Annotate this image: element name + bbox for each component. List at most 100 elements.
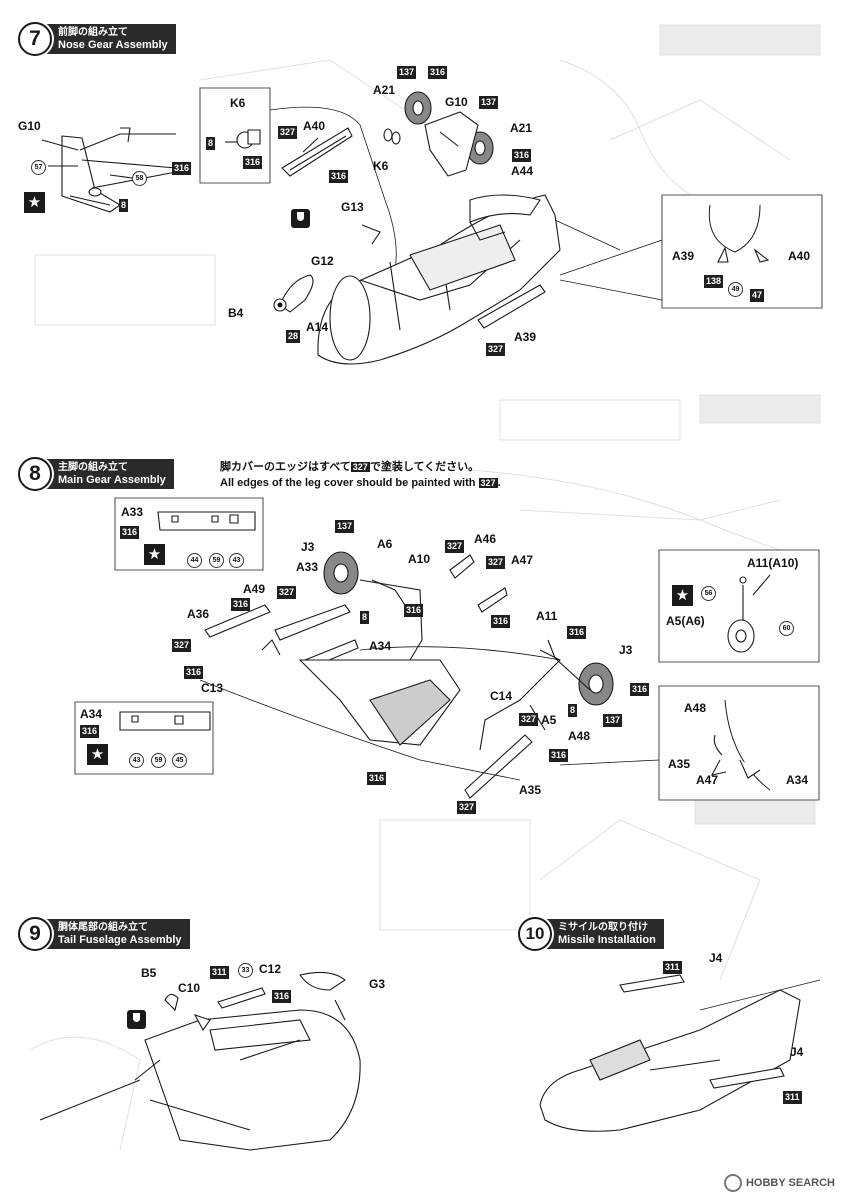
inset-label-a33: A33 [121, 505, 144, 519]
code-57: 57 [31, 160, 46, 175]
paint-code: 316 [630, 683, 650, 696]
step-8-number: 8 [18, 457, 52, 491]
part-label-a48: A48 [568, 729, 591, 743]
step-10-header: 10 ミサイルの取り付け Missile Installation [518, 917, 664, 951]
tail-fuselage-art [40, 972, 360, 1150]
paint-code: 327 [172, 639, 192, 652]
paint-code: 316 [231, 598, 251, 611]
part-label-a35: A35 [519, 783, 542, 797]
paint-code: 316 [567, 626, 587, 639]
part-label-a49: A49 [243, 582, 266, 596]
a48-inset-frame [659, 686, 819, 800]
paint-code: 47 [750, 289, 765, 302]
part-label-a40: A40 [303, 119, 326, 133]
note-en-after: . [497, 477, 501, 489]
paint-code: 327 [486, 556, 506, 569]
k6-part-art [225, 130, 260, 148]
code-43: 43 [229, 553, 244, 568]
part-label-c12: C12 [259, 962, 282, 976]
paint-code: 316 [120, 526, 140, 539]
step-10-titles: ミサイルの取り付け Missile Installation [540, 919, 664, 949]
part-label-a6: A6 [377, 537, 393, 551]
paint-code: 316 [329, 170, 349, 183]
inset-label-a34-right: A34 [786, 773, 809, 787]
watermark: HOBBY SEARCH [723, 1174, 835, 1192]
paint-code: 316 [512, 149, 532, 162]
step-10-title-jp: ミサイルの取り付け [558, 922, 648, 933]
code-60: 60 [779, 621, 794, 636]
part-label-a34: A34 [369, 639, 392, 653]
code-49: 49 [728, 282, 743, 297]
hobby-search-logo-icon [723, 1174, 742, 1192]
paint-code: 316 [491, 615, 511, 628]
star-icon: ★ [24, 192, 45, 213]
paint-code: 137 [479, 96, 499, 109]
part-label-a10: A10 [408, 552, 431, 566]
code-58: 58 [132, 171, 147, 186]
nose-door-art [274, 225, 380, 312]
step-8-title-jp: 主脚の組み立て [58, 462, 128, 473]
part-label-c10: C10 [178, 981, 201, 995]
paint-code: 316 [243, 156, 263, 169]
step-8-header: 8 主脚の組み立て Main Gear Assembly [18, 457, 174, 491]
paint-code: 316 [549, 749, 569, 762]
paint-code: 8 [360, 611, 370, 624]
paint-code: 316 [172, 162, 192, 175]
nose-wheel-art [384, 92, 493, 176]
paint-code: 8 [568, 704, 578, 717]
paint-code: 316 [404, 604, 424, 617]
code-45: 45 [172, 753, 187, 768]
wing-underside-art [200, 647, 560, 780]
inset-label-a34: A34 [80, 707, 103, 721]
note-en-before: All edges of the leg cover should be pai… [220, 477, 476, 489]
inset-label-a35: A35 [668, 757, 691, 771]
paint-code: 311 [783, 1091, 802, 1104]
step-8-title-en: Main Gear Assembly [58, 474, 166, 486]
part-label-c14: C14 [490, 689, 513, 703]
part-label-a44: A44 [511, 164, 534, 178]
part-label-j4-lower: J4 [790, 1045, 804, 1059]
part-label-j3: J3 [301, 540, 315, 554]
step-9-title-jp: 胴体尾部の組み立て [58, 922, 148, 933]
note-jp-before: 脚カバーのエッジはすべて [220, 461, 351, 473]
part-label-g13: G13 [341, 200, 364, 214]
part-label-j3-right: J3 [619, 643, 633, 657]
watermark-text: HOBBY SEARCH [745, 1177, 835, 1189]
paint-code: 8 [206, 137, 216, 150]
part-label-b5: B5 [141, 966, 157, 980]
paint-code: 327 [457, 801, 477, 814]
code-59: 59 [151, 753, 166, 768]
paint-code: 137 [397, 66, 417, 79]
paint-code: 316 [184, 666, 204, 679]
star-icon: ★ [672, 585, 693, 606]
step-9-header: 9 胴体尾部の組み立て Tail Fuselage Assembly [18, 917, 190, 951]
part-label-g12: G12 [311, 254, 334, 268]
step-10-number: 10 [518, 917, 552, 951]
part-label-a5: A5 [541, 713, 557, 727]
paint-code: 316 [428, 66, 448, 79]
star-icon: ★ [87, 744, 108, 765]
a39-door-art [478, 285, 545, 328]
paint-code: 311 [663, 961, 682, 974]
step-7-title-jp: 前脚の組み立て [58, 27, 128, 38]
paint-tool-icon [127, 1010, 146, 1029]
paint-code: 316 [367, 772, 387, 785]
part-label-b4: B4 [228, 306, 244, 320]
part-label-j4: J4 [709, 951, 723, 965]
code-43: 43 [129, 753, 144, 768]
part-label-k6-light: K6 [373, 159, 389, 173]
part-label-a36: A36 [187, 607, 210, 621]
inset-label-a40: A40 [788, 249, 811, 263]
step-7-title-en: Nose Gear Assembly [58, 39, 168, 51]
note-en-color: 327 [478, 478, 498, 488]
note-jp-after: で塗装してください。 [369, 461, 480, 473]
inset-label-a47: A47 [696, 773, 719, 787]
paint-code: 316 [80, 725, 100, 738]
main-wheels-art [324, 552, 613, 705]
part-label-a21-right: A21 [510, 121, 533, 135]
part-label-g10: G10 [18, 119, 41, 133]
step-9-title-en: Tail Fuselage Assembly [58, 934, 182, 946]
note-jp-color: 327 [350, 462, 370, 472]
